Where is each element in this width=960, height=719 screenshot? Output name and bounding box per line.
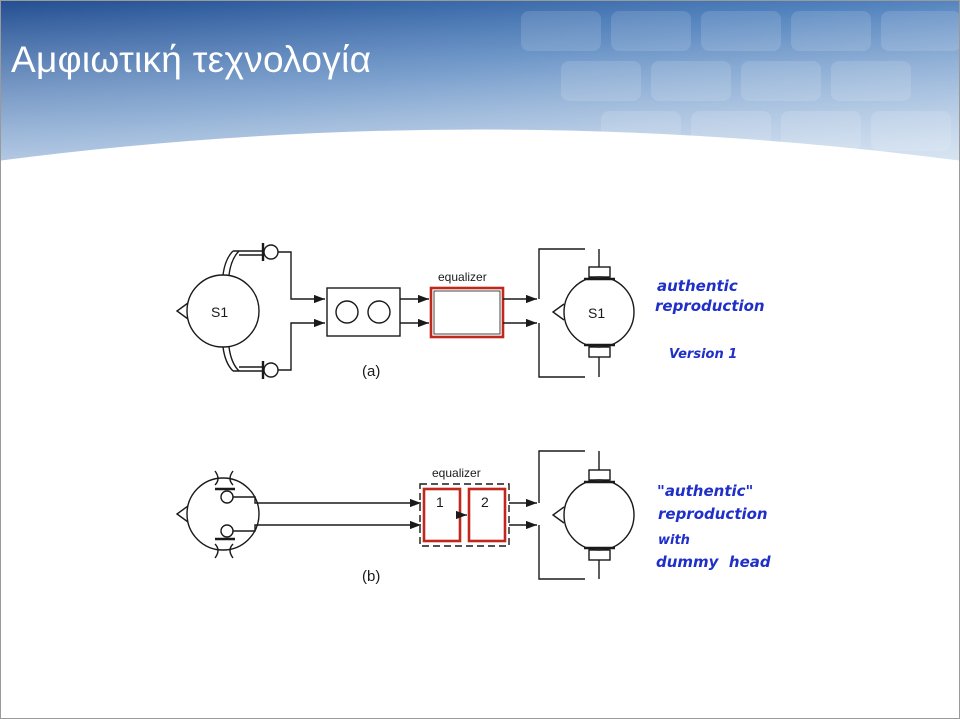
- mic-top-a: [263, 244, 279, 260]
- mic-bottom-a: [263, 362, 279, 378]
- equalizer-a: [429, 286, 505, 339]
- headphone-bottom-a: [588, 346, 611, 358]
- slide-title: Αμφιωτική τεχνολογία: [11, 39, 372, 80]
- note-b-line-2: reproduction: [658, 505, 768, 523]
- equalizer-label-a: equalizer: [438, 270, 487, 284]
- title-banner: [1, 1, 959, 166]
- note-a-line-2: reproduction: [655, 297, 765, 315]
- dummy-mic-top: [220, 490, 234, 504]
- caption-a: (a): [362, 363, 380, 380]
- source-label-a: S1: [211, 304, 228, 320]
- dummy-head-b: [186, 477, 260, 551]
- stage-2-label: 2: [481, 494, 489, 510]
- diagram-a: [175, 243, 635, 379]
- note-a-line-3: Version 1: [669, 347, 737, 362]
- recorder-a: [326, 287, 401, 337]
- note-b-line-1: "authentic": [657, 482, 753, 500]
- headphone-bottom-b: [588, 549, 611, 561]
- note-b-line-3: with: [658, 533, 690, 548]
- source-nose-a: [175, 302, 189, 320]
- diagram-b: [175, 450, 635, 580]
- stage-1-label: 1: [436, 494, 444, 510]
- headphone-top-a: [588, 266, 611, 278]
- equalizer-label-b: equalizer: [432, 466, 481, 480]
- listener-label-a: S1: [588, 305, 605, 321]
- listener-head-b: [563, 479, 635, 551]
- dummy-mic-bottom: [220, 524, 234, 538]
- headphone-top-b: [588, 469, 611, 481]
- note-a-line-1: authentic: [657, 277, 738, 295]
- note-b-line-4: dummy head: [656, 553, 771, 571]
- equalizer-b: [419, 483, 510, 547]
- equalizer-stage-2: [467, 487, 507, 543]
- caption-b: (b): [362, 568, 380, 585]
